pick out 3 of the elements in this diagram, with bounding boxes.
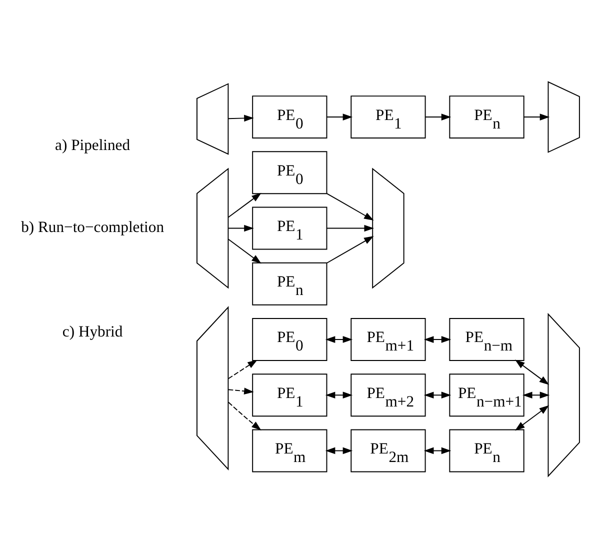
label: c) Hybrid <box>62 323 123 340</box>
label: b) Run−to−completion <box>21 218 164 236</box>
label: a) Pipelined <box>55 137 130 154</box>
